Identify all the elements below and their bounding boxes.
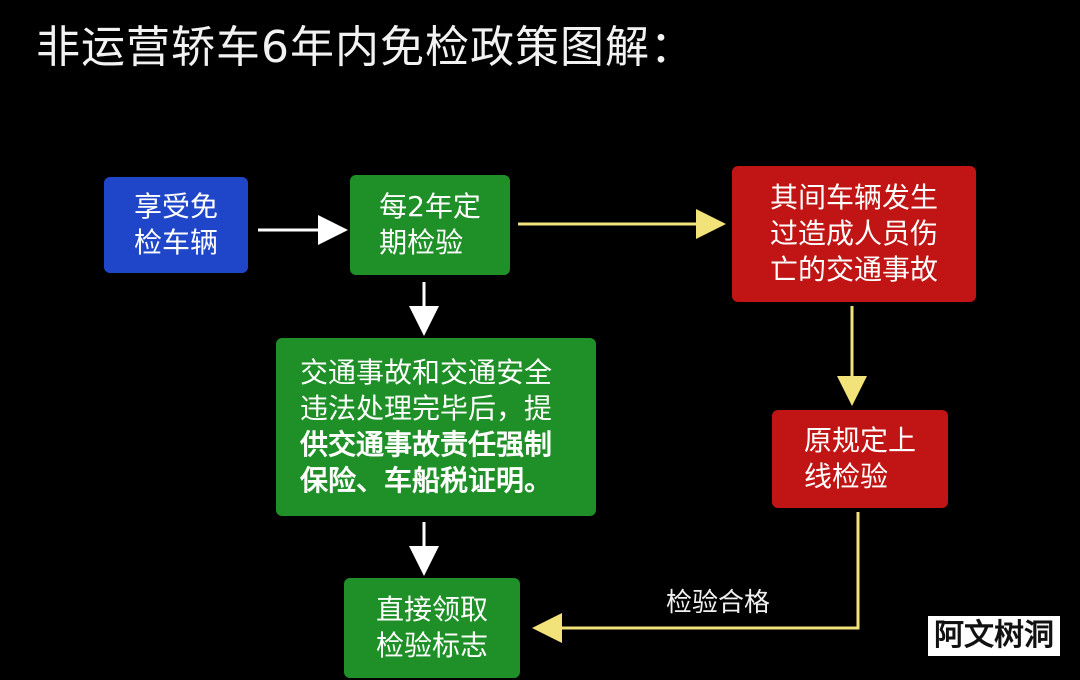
watermark: 阿文树洞 bbox=[928, 616, 1060, 656]
box-settlement-requirements: 交通事故和交通安全 违法处理完毕后，提 供交通事故责任强制 保险、车船税证明。 bbox=[276, 338, 596, 516]
settlement-line-4: 保险、车船税证明。 bbox=[300, 464, 553, 497]
box-exempt-vehicle: 享受免 检车辆 bbox=[104, 177, 248, 273]
settlement-line-1: 交通事故和交通安全 bbox=[300, 356, 553, 389]
box-original-inspection: 原规定上 线检验 bbox=[772, 410, 948, 508]
settlement-line-2: 违法处理完毕后，提 bbox=[300, 392, 553, 425]
label-inspection-passed: 检验合格 bbox=[666, 588, 771, 618]
box-biennial-inspection: 每2年定 期检验 bbox=[350, 175, 510, 275]
box-injury-accident: 其间车辆发生 过造成人员伤 亡的交通事故 bbox=[732, 166, 976, 302]
page-title: 非运营轿车6年内免检政策图解： bbox=[36, 22, 695, 73]
settlement-line-3: 供交通事故责任强制 bbox=[300, 428, 553, 461]
arrow-original-to-sticker bbox=[532, 512, 860, 643]
box-get-sticker: 直接领取 检验标志 bbox=[344, 578, 520, 678]
